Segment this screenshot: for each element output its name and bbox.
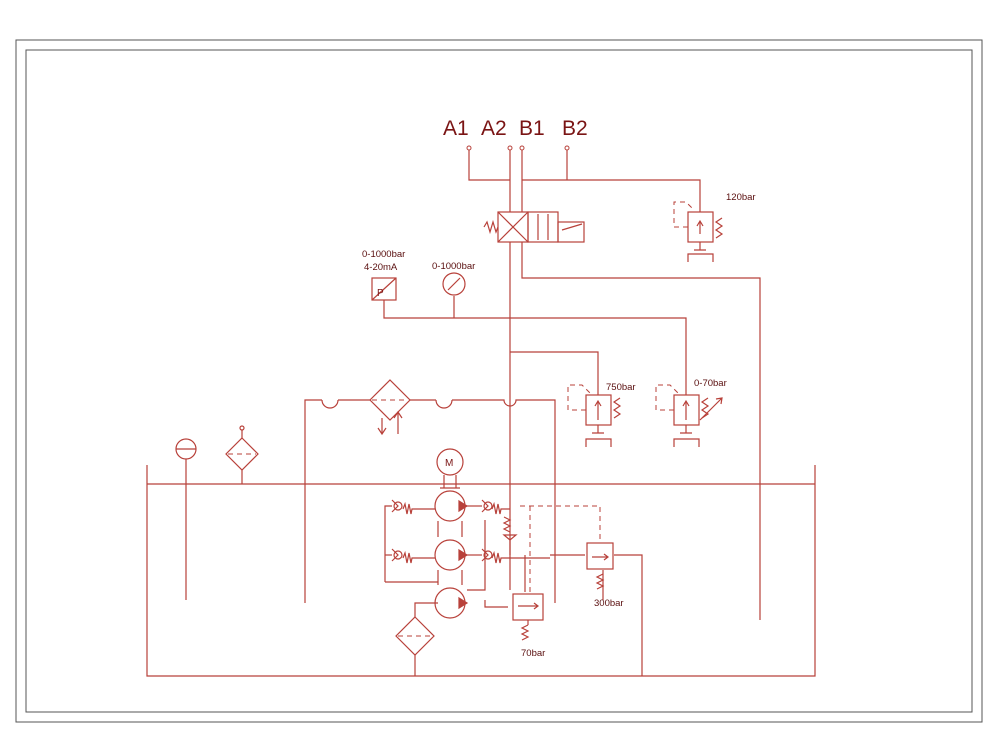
label-0-70bar: 0-70bar bbox=[694, 378, 727, 389]
relief-valve-0-70bar bbox=[673, 394, 723, 447]
pump-stack bbox=[434, 487, 469, 619]
label-120bar: 120bar bbox=[726, 192, 756, 203]
level-gauge bbox=[175, 438, 197, 600]
supply-lines bbox=[304, 351, 599, 603]
right-circuit bbox=[467, 499, 643, 676]
relief-valve-70bar bbox=[512, 593, 544, 641]
electric-motor bbox=[436, 448, 464, 488]
oil-tank bbox=[146, 465, 816, 677]
return-filter bbox=[369, 379, 411, 436]
pressure-gauge-icon bbox=[442, 272, 466, 296]
label-transducer-signal: 4-20mA bbox=[364, 262, 398, 273]
relief-valve-750bar bbox=[585, 394, 622, 447]
port-b2-label: B2 bbox=[562, 117, 588, 140]
relief-valve-300bar bbox=[586, 542, 614, 590]
label-transducer-range: 0-1000bar bbox=[362, 249, 405, 260]
pressure-transducer bbox=[371, 277, 397, 301]
suction-filter bbox=[395, 602, 438, 676]
port-a2-label: A2 bbox=[481, 117, 507, 140]
motor-letter: M bbox=[445, 458, 453, 469]
port-b1-label: B1 bbox=[519, 117, 545, 140]
breather-filter bbox=[225, 425, 259, 484]
label-750bar: 750bar bbox=[606, 382, 636, 393]
port-a1-label: A1 bbox=[443, 117, 469, 140]
port-connections bbox=[466, 145, 701, 212]
left-circuit bbox=[384, 499, 438, 583]
pressure-line bbox=[383, 296, 687, 395]
label-70bar: 70bar bbox=[521, 648, 545, 659]
port-labels: A1 A2 B1 B2 bbox=[443, 117, 588, 140]
label-300bar: 300bar bbox=[594, 598, 624, 609]
relief-valve-120bar bbox=[687, 211, 724, 262]
label-gauge-range: 0-1000bar bbox=[432, 261, 475, 272]
transducer-letter: P bbox=[377, 288, 384, 299]
drawing-frame bbox=[15, 39, 983, 723]
